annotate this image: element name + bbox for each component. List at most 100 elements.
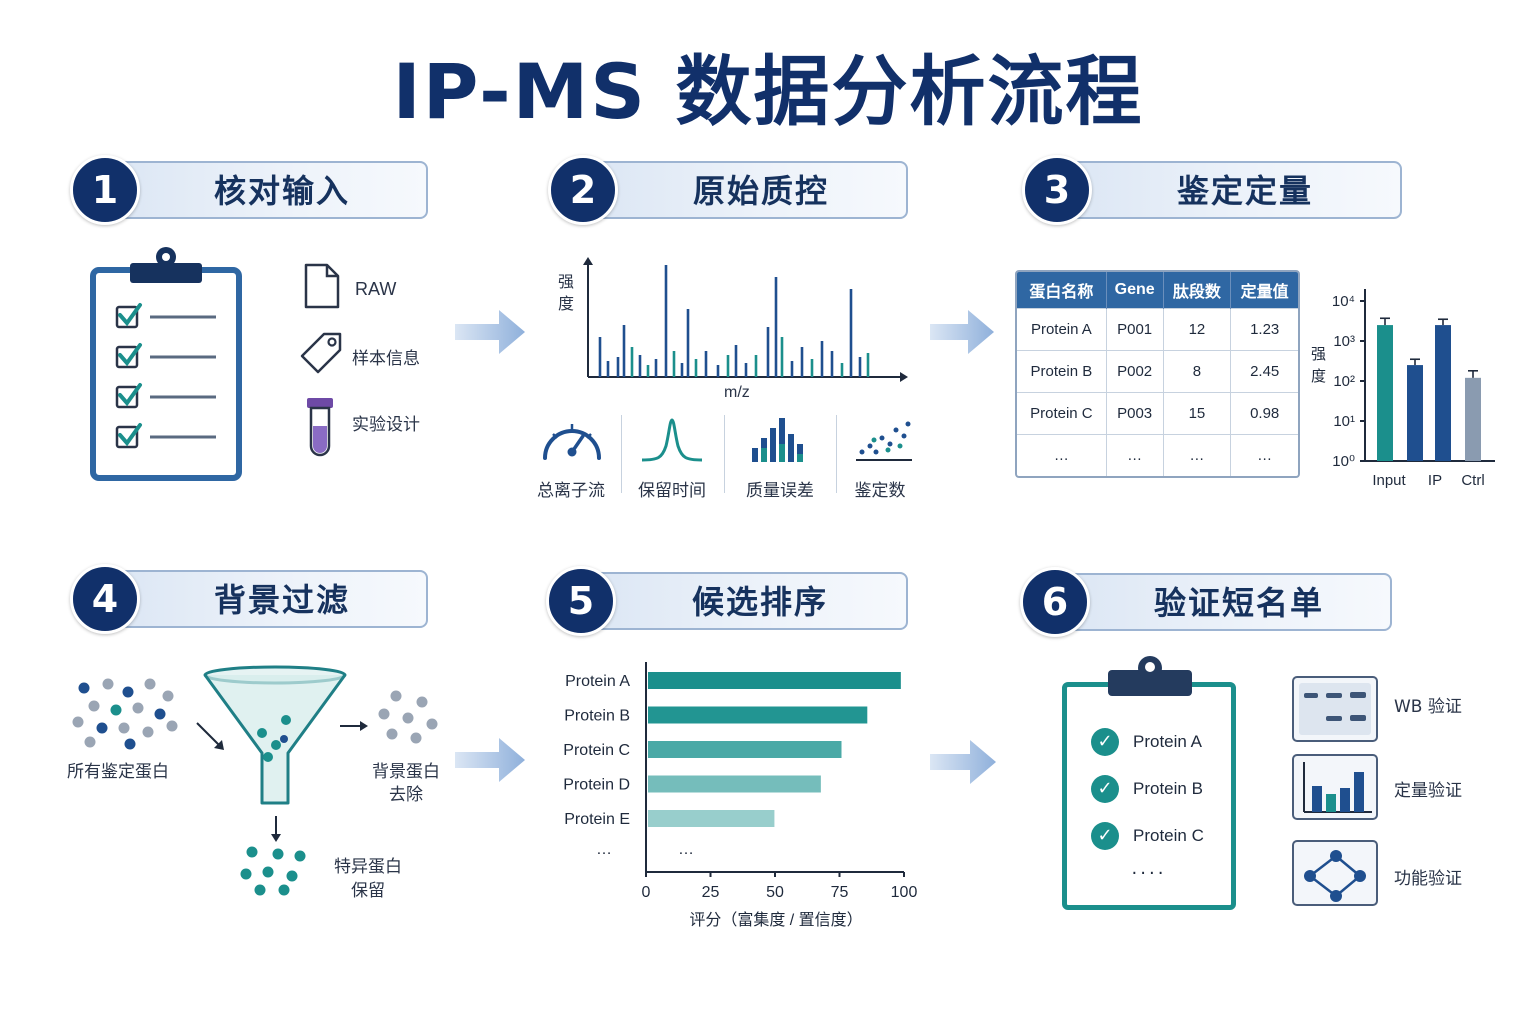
table-cell: 2.45 [1230,349,1298,393]
y-tick-label: 10¹ [1333,413,1355,430]
check-icon: ✓ [1091,728,1119,756]
spectrum-ylabel-2: 度 [558,294,575,313]
check-icon: ✓ [1091,822,1119,850]
step-1-title: 核对输入 [213,172,350,210]
table-row: Protein C P003 15 0.98 [1017,392,1298,435]
qc-id-count-label: 鉴定数 [854,481,906,501]
x-tick-label: 100 [891,884,918,901]
table-row: Protein A P001 12 1.23 [1017,307,1298,351]
x-tick-label: Ctrl [1461,472,1484,489]
table-header: 蛋白名称 [1017,272,1107,308]
step-5-number: 5 [546,566,616,636]
step-6-header: 验证短名单 6 [1020,567,1392,637]
table-cell: Protein A [1017,307,1107,351]
table-cell: P003 [1106,392,1164,435]
shortlist-item-label: Protein A [1133,732,1202,751]
qc-tic-label: 总离子流 [537,481,605,501]
table-row: Protein B P002 8 2.45 [1017,349,1298,393]
scatter-icon [856,421,912,461]
arrow-to-funnel-icon [196,722,224,750]
specific-proteins-dots [240,846,306,896]
table-header: 肽段数 [1163,272,1232,308]
arrow-to-background-icon [340,721,368,731]
all-proteins-dots [72,678,178,750]
network-icon [1292,840,1378,906]
ranking-xlabel: 评分（富集度 / 置信度） [689,911,862,929]
tag-icon [300,332,342,374]
step-2-header: 原始质控 2 [548,155,908,225]
x-tick-label: 50 [766,884,784,901]
bar [1465,377,1481,461]
x-tick-label: 0 [642,884,651,901]
table-cell: 12 [1163,307,1232,351]
y-tick-label: 10⁴ [1332,293,1355,310]
checklist-clipboard-icon [90,247,242,481]
quant-validation-label: 定量验证 [1394,781,1462,801]
mass-spectrum-plot [583,257,908,382]
step-1-header: 核对输入 1 [70,155,428,225]
all-proteins-label: 所有鉴定蛋白 [67,762,169,782]
gauge-icon [543,424,601,460]
table-cell: 0.98 [1230,392,1298,435]
step-5-header: 候选排序 5 [546,566,908,636]
table-cell: … [1163,434,1232,476]
table-cell: 15 [1163,392,1232,435]
check-icon: ✓ [1091,775,1119,803]
flow-arrow-1-2 [455,310,525,354]
step-6-number: 6 [1020,567,1090,637]
table-cell: … [1017,434,1107,476]
background-removed-label-2: 去除 [389,785,423,805]
x-tick-label: 25 [702,884,720,901]
step-6-title: 验证短名单 [1153,584,1324,622]
qc-divider [724,415,725,493]
protein-quant-table: 蛋白名称 Gene 肽段数 定量值 Protein A P001 12 1.23… [1015,270,1300,478]
clipboard-clip-icon [1108,656,1192,696]
log-chart-ylabel: 度 [1311,368,1326,385]
shortlist-item: ✓ Protein C [1091,821,1204,851]
western-blot-icon [1292,676,1378,742]
table-cell: Protein B [1017,349,1107,393]
ranking-category-label: Protein E [564,811,630,828]
shortlist-item-label: Protein B [1133,779,1203,798]
flow-arrow-2-3 [930,310,994,354]
step-2-number: 2 [548,155,618,225]
ranking-bar [648,810,775,827]
bar [1435,325,1451,461]
ranking-bar [648,775,821,793]
background-proteins-dots [378,690,438,744]
y-tick-label: 10⁰ [1332,453,1355,470]
shortlist-item: ✓ Protein B [1091,774,1203,804]
bar-chart-icon [1292,754,1378,820]
table-cell: P001 [1106,307,1164,351]
table-cell: 8 [1163,349,1232,393]
background-removed-label-1: 背景蛋白 [372,762,440,782]
peak-icon [641,418,703,462]
shortlist-item: ✓ Protein A [1091,727,1202,757]
qc-divider [621,415,622,493]
shortlist-item-label: Protein C [1133,826,1204,845]
ranking-bar [648,706,868,724]
spectrum-ylabel-1: 强 [558,272,575,291]
step-3-header: 鉴定定量 3 [1022,155,1402,225]
arrow-to-specific-icon [271,816,281,842]
ranking-category-label: Protein C [563,742,630,759]
step-3-number: 3 [1022,155,1092,225]
specific-retained-label-1: 特异蛋白 [334,857,402,877]
table-cell: 1.23 [1230,307,1298,351]
step-4-number: 4 [70,564,140,634]
table-row: … … … … [1017,434,1298,476]
x-tick-label: 75 [831,884,849,901]
flow-arrow-5-6 [930,740,996,784]
table-cell: Protein C [1017,392,1107,435]
table-cell: P002 [1106,349,1164,393]
bar [1377,325,1393,461]
step-5-title: 候选排序 [691,583,828,621]
table-cell: … [1230,434,1298,476]
ranking-bar [648,741,842,758]
step-3-title: 鉴定定量 [1176,172,1313,210]
bar [1407,365,1423,461]
document-icon [304,263,340,309]
ranking-bar [648,672,901,689]
